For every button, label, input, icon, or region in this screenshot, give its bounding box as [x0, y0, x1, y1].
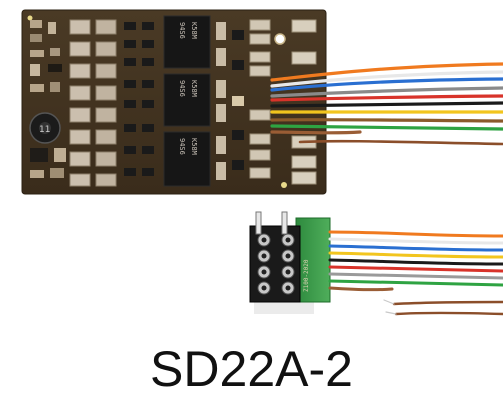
resistor-column [216, 22, 244, 180]
solder-pads [249, 19, 317, 185]
smd-components-left [30, 20, 66, 178]
adapter-plug: Z100-2020 [249, 211, 331, 314]
chip-marking: K58M [190, 138, 198, 155]
adapter-wires [328, 230, 503, 316]
transistor-array [124, 22, 154, 176]
chip-marking: K58M [190, 22, 198, 39]
product-caption: SD22A-2 [150, 341, 353, 397]
inductor-coil: 11 [29, 112, 61, 144]
chip-marking: 94S6 [178, 22, 186, 39]
adapter-marking: Z100-2020 [303, 259, 310, 292]
chip-marking: 94S6 [178, 80, 186, 97]
decoder-board: 11 [21, 9, 327, 195]
svg-text:11: 11 [39, 125, 50, 135]
decoder-wires [270, 62, 503, 146]
connector-pins [255, 211, 295, 295]
ic-chips: 94S6 K58M 94S6 K58M 94S6 K58M [163, 15, 211, 187]
chip-marking: K58M [190, 80, 198, 97]
chip-marking: 94S6 [178, 138, 186, 155]
capacitor-column [69, 19, 117, 187]
product-photo: 11 [21, 9, 503, 316]
